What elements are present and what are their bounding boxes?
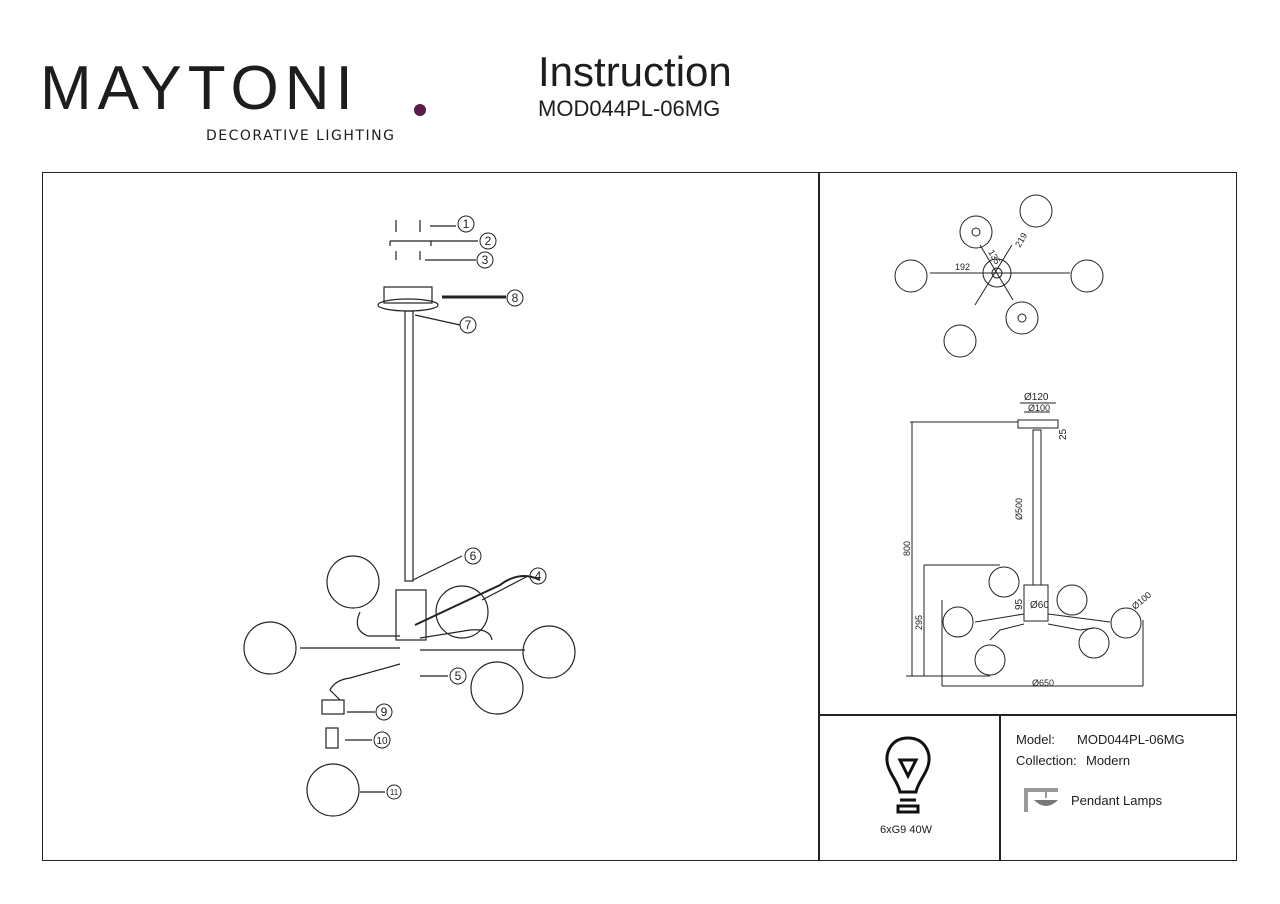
dim-canopy-outer: Ø120 <box>1024 392 1049 403</box>
drawing-frame <box>42 172 1237 861</box>
page-title: Instruction <box>538 48 732 95</box>
logo-dot <box>414 104 426 116</box>
type-label: Pendant Lamps <box>1071 793 1163 808</box>
bulb-spec: 6xG9 40W <box>880 824 932 836</box>
callout-label: 2 <box>485 234 492 248</box>
dim-shade: Ø100 <box>1130 590 1153 612</box>
callout-label: 9 <box>381 705 388 719</box>
bulb-icon <box>885 736 931 814</box>
dim-canopy-height: 25 <box>1058 428 1069 440</box>
callout-label: 10 <box>376 736 388 747</box>
callout-label: 3 <box>482 253 489 267</box>
brand-name: MAYTONI <box>40 54 359 123</box>
collection-label: Collection: <box>1016 753 1077 768</box>
frame-divider <box>818 172 820 861</box>
dim-body-diameter: Ø60 <box>1030 600 1049 611</box>
pendant-lamp-icon <box>1024 788 1058 812</box>
side-view-drawing: Ø120 Ø100 25 Ø500 800 95 Ø60 Ø100 295 Ø6… <box>902 392 1153 688</box>
callout-label: 11 <box>390 788 399 797</box>
dim-rod-length: Ø500 <box>1014 498 1024 520</box>
collection-value: Modern <box>1086 753 1131 768</box>
brand-tagline: DECORATIVE LIGHTING <box>206 128 396 144</box>
brand-logo: MAYTONI DECORATIVE LIGHTING <box>40 52 426 152</box>
callout-label: 7 <box>465 318 472 332</box>
callout-label: 6 <box>470 549 477 563</box>
callout-label: 4 <box>535 569 542 583</box>
assembly-drawing: 1 2 3 4 5 6 7 8 9 10 11 <box>243 215 576 817</box>
frame-divider <box>818 714 1237 716</box>
dim-total-width: Ø650 <box>1032 678 1054 688</box>
frame-divider <box>999 714 1001 861</box>
model-label: Model: <box>1016 732 1056 747</box>
page-model: MOD044PL-06MG <box>538 96 721 121</box>
top-view-drawing: 192 135 219 <box>894 194 1104 358</box>
dim-arm2: 135 <box>986 248 1002 266</box>
callout-label: 8 <box>512 291 519 305</box>
callout-label: 5 <box>455 669 462 683</box>
dim-body-height: 95 <box>1014 598 1025 610</box>
callout-label: 1 <box>463 217 470 231</box>
dim-arm: 192 <box>955 262 970 272</box>
dim-lamp-height: 295 <box>914 615 924 630</box>
dim-arm3: 219 <box>1013 231 1029 249</box>
dim-total-height: 800 <box>902 541 912 556</box>
model-value: MOD044PL-06MG <box>1077 732 1185 747</box>
dim-canopy-inner: Ø100 <box>1028 403 1050 413</box>
